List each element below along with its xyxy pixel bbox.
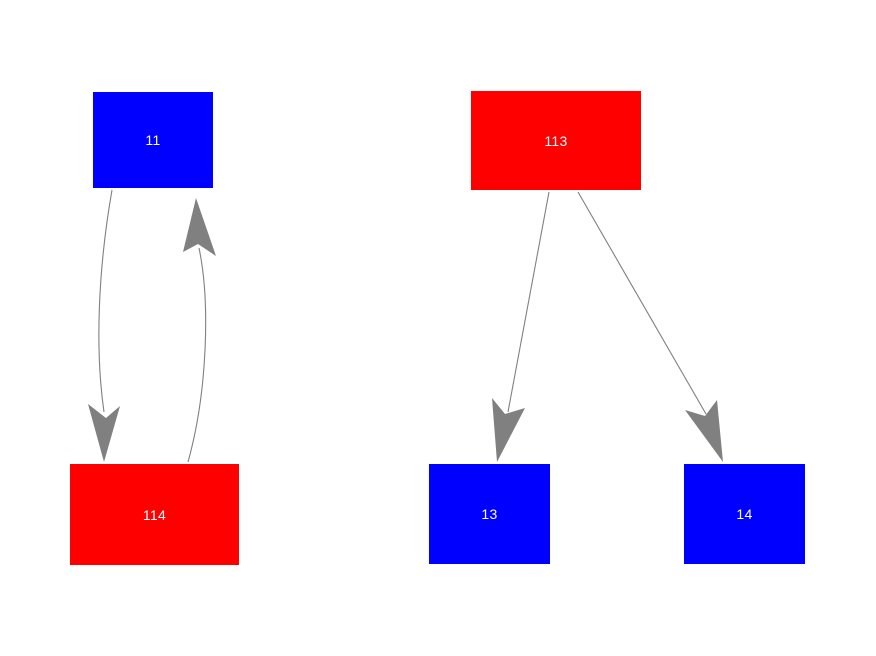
node-label: 14: [736, 506, 753, 522]
node-label: 13: [481, 506, 498, 522]
edge-113-to-14[interactable]: [577, 191, 723, 462]
graph-node-14[interactable]: 14: [684, 464, 805, 564]
graph-node-113[interactable]: 113: [471, 91, 641, 190]
node-label: 114: [142, 506, 167, 523]
node-label: 11: [145, 132, 161, 148]
graph-node-13[interactable]: 13: [429, 464, 550, 564]
arrowhead-icon: [88, 404, 120, 462]
edge-line: [187, 247, 207, 463]
node-label: 113: [544, 132, 568, 149]
arrowhead-icon: [492, 398, 525, 462]
graph-node-11[interactable]: 11: [93, 92, 213, 188]
edge-113-to-13[interactable]: [492, 191, 550, 462]
edge-11-to-114[interactable]: [88, 189, 120, 462]
graph-node-114[interactable]: 114: [70, 464, 239, 565]
edge-line: [577, 191, 707, 415]
edge-line: [507, 191, 550, 413]
arrowhead-icon: [183, 198, 216, 256]
edge-line: [98, 189, 113, 413]
edge-114-to-11[interactable]: [183, 198, 216, 463]
arrowhead-icon: [685, 400, 723, 462]
